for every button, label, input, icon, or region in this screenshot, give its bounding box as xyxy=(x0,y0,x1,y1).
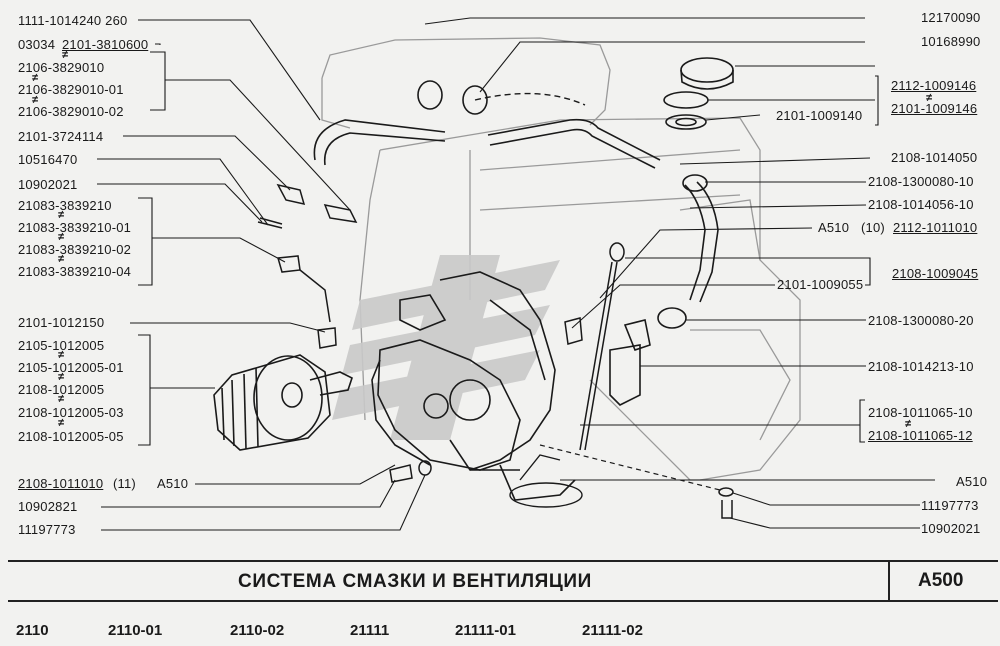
part-number-label: 21083-3839210-01 xyxy=(18,220,132,235)
watermark-logo xyxy=(332,255,560,440)
part-number-label: 2108-1300080-20 xyxy=(868,313,974,328)
quantity-note: (11) xyxy=(113,476,136,491)
part-number-label: 21083-3839210-04 xyxy=(18,264,132,279)
part-number-label: 1111-1014240 260 xyxy=(18,13,128,28)
part-number-label: 2108-1011010 xyxy=(18,476,104,491)
part-number-label: 2106-3829010-02 xyxy=(18,104,124,119)
part-number-label: 2108-1300080-10 xyxy=(868,174,974,189)
model-code: 21111-01 xyxy=(455,622,516,639)
part-number-label: 2101-3724114 xyxy=(18,129,104,144)
model-code: 2110-01 xyxy=(108,622,163,639)
part-number-label: 11197773 xyxy=(921,498,979,513)
reference-label: A510 xyxy=(157,476,189,491)
part-number-label: 2108-1014050 xyxy=(891,150,978,165)
reference-label: A510 xyxy=(956,474,988,489)
not-interchangeable-symbol: ≠ xyxy=(32,72,39,84)
part-number-label: 2101-1009146 xyxy=(891,101,978,116)
not-interchangeable-symbol: ≠ xyxy=(905,418,912,430)
title-bar: СИСТЕМА СМАЗКИ И ВЕНТИЛЯЦИИ A500 xyxy=(8,560,998,602)
part-number-label: 2105-1012005 xyxy=(18,338,105,353)
model-code: 2110-02 xyxy=(230,622,285,639)
part-number-label: 10902021 xyxy=(921,521,981,536)
section-code: A500 xyxy=(918,570,964,591)
page-title: СИСТЕМА СМАЗКИ И ВЕНТИЛЯЦИИ xyxy=(238,571,592,592)
not-interchangeable-symbol: ≠ xyxy=(58,253,65,265)
not-interchangeable-symbol: ≠ xyxy=(58,231,65,243)
part-number-label: 2101-1009055 xyxy=(777,277,864,292)
part-number-label: 03034 xyxy=(18,37,56,52)
part-number-label: 10902821 xyxy=(18,499,78,514)
not-interchangeable-symbol: ≠ xyxy=(926,92,933,104)
not-interchangeable-symbol: ≠ xyxy=(58,393,65,405)
part-number-label: 2108-1014213-10 xyxy=(868,359,974,374)
not-interchangeable-symbol: ≠ xyxy=(62,49,69,61)
quantity-note: (10) xyxy=(861,220,885,235)
not-interchangeable-symbol: ≠ xyxy=(32,94,39,106)
part-number-label: 2108-1012005-05 xyxy=(18,429,124,444)
part-number-label: 2108-1012005-03 xyxy=(18,405,124,420)
not-interchangeable-symbol: ≠ xyxy=(58,371,65,383)
part-number-label: 21083-3839210 xyxy=(18,198,112,213)
oil-filter-drawing xyxy=(213,354,353,451)
model-code: 21111 xyxy=(350,622,390,639)
part-number-label: 2106-3829010 xyxy=(18,60,105,75)
part-number-label: 11197773 xyxy=(18,522,76,537)
part-number-label: 2112-1009146 xyxy=(891,78,977,93)
not-interchangeable-symbol: ≠ xyxy=(58,349,65,361)
not-interchangeable-symbol: ≠ xyxy=(58,417,65,429)
part-number-label: 2108-1009045 xyxy=(892,266,979,281)
part-number-label: 2101-1009140 xyxy=(776,108,863,123)
part-number-label: 10168990 xyxy=(921,34,981,49)
reference-label: A510 xyxy=(818,220,850,235)
not-interchangeable-symbol: ≠ xyxy=(58,209,65,221)
title-divider xyxy=(888,562,890,600)
part-number-label: 2108-1011065-10 xyxy=(868,405,973,420)
model-code: 2110 xyxy=(16,622,49,639)
part-number-label: 10902021 xyxy=(18,177,78,192)
part-number-label: 2101-3810600 xyxy=(62,37,149,52)
part-number-label: 21083-3839210-02 xyxy=(18,242,132,257)
part-number-label: 2101-1012150 xyxy=(18,315,105,330)
part-number-label: 12170090 xyxy=(921,10,981,25)
part-number-label: 2108-1011065-12 xyxy=(868,428,973,443)
part-number-label: 2106-3829010-01 xyxy=(18,82,124,97)
part-number-label: 2108-1014056-10 xyxy=(868,197,974,212)
part-number-label: 2108-1012005 xyxy=(18,382,105,397)
part-number-label: 2112-1011010 xyxy=(893,220,978,235)
part-number-label: 10516470 xyxy=(18,152,78,167)
model-code: 21111-02 xyxy=(582,622,643,639)
part-number-label: 2105-1012005-01 xyxy=(18,360,124,375)
